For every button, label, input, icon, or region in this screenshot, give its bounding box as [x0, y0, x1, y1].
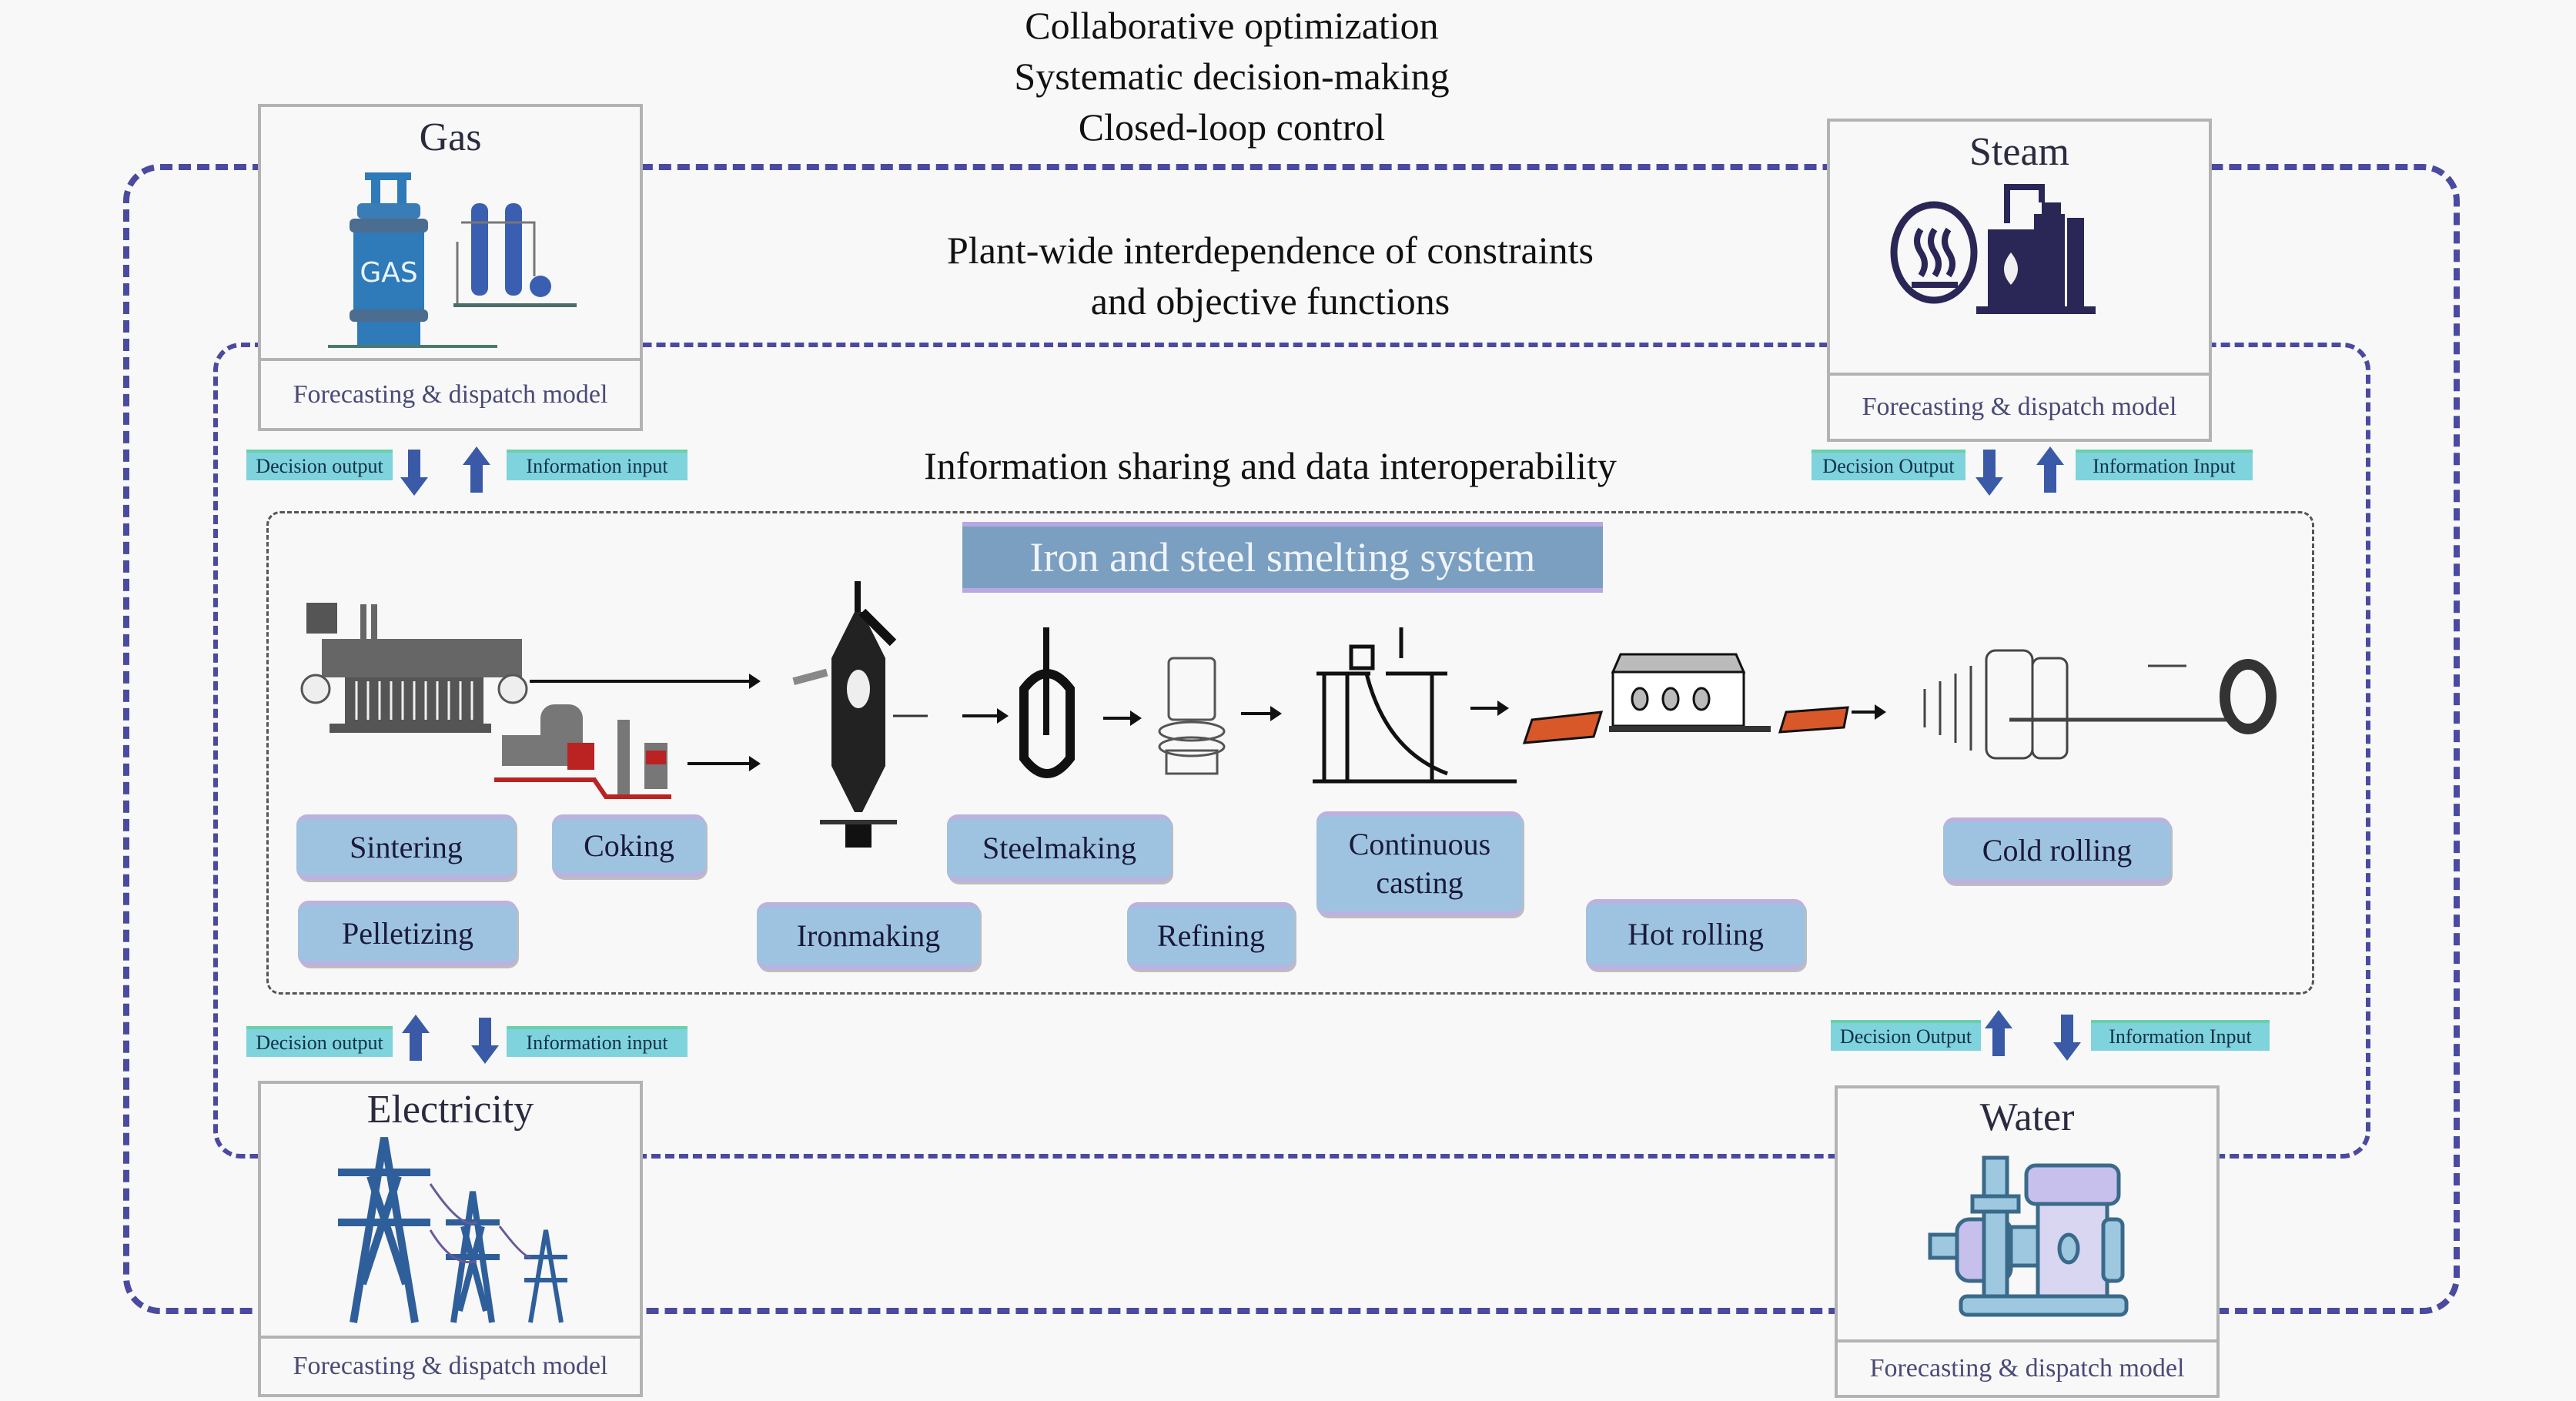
- process-sintering[interactable]: Sintering: [296, 814, 516, 880]
- up-arrow-icon: [402, 1015, 430, 1061]
- steam-boiler-icon: [1890, 184, 2096, 314]
- steam-panel: Steam: [1827, 119, 2212, 376]
- coke-oven-icon: [494, 704, 671, 799]
- down-arrow-icon: [400, 450, 428, 496]
- water-pump-icon: [1928, 1155, 2129, 1317]
- header-line: Systematic decision-making: [1014, 55, 1450, 98]
- process-pelletizing[interactable]: Pelletizing: [298, 901, 517, 966]
- outer-closed-loop-border: [123, 164, 2460, 1314]
- process-hot-rolling[interactable]: Hot rolling: [1586, 899, 1805, 970]
- gas-icon-text: GAS: [360, 257, 417, 289]
- water-panel: Water: [1835, 1085, 2220, 1343]
- electricity-panel: Electricity: [258, 1081, 643, 1339]
- process-cold-rolling[interactable]: Cold rolling: [1943, 818, 2171, 884]
- cold-rolling-mill-icon: [1923, 649, 2277, 760]
- gas-decision-output-tag: Decision output: [246, 450, 393, 480]
- water-information-input-tag: Information Input: [2091, 1020, 2270, 1051]
- process-coking[interactable]: Coking: [552, 814, 706, 878]
- inner-interdependence-border: [213, 343, 2370, 1159]
- header-line: Collaborative optimization: [1025, 4, 1439, 47]
- gas-cylinder-icon: GAS: [328, 172, 577, 348]
- header-line: Closed-loop control: [1078, 105, 1386, 149]
- up-arrow-icon: [2036, 446, 2064, 493]
- process-continuous-casting[interactable]: Continuous casting: [1316, 811, 1523, 916]
- down-arrow-icon: [1975, 450, 2003, 496]
- water-title: Water: [1979, 1095, 2075, 1139]
- header-text: Collaborative optimization Systematic de…: [847, 0, 1617, 152]
- process-steelmaking[interactable]: Steelmaking: [947, 814, 1172, 882]
- interdependence-label: Plant-wide interdependence of constraint…: [847, 225, 1694, 326]
- process-ironmaking[interactable]: Ironmaking: [757, 902, 980, 970]
- steelmaking-chain-icons: [962, 627, 1604, 784]
- down-arrow-icon: [2053, 1015, 2081, 1061]
- interdependence-line: and objective functions: [1090, 279, 1450, 323]
- blast-furnace-icon: [792, 581, 928, 848]
- process-refining[interactable]: Refining: [1127, 902, 1295, 970]
- flow-arrows: [530, 674, 761, 771]
- steam-model-box[interactable]: Forecasting & dispatch model: [1827, 373, 2212, 442]
- electricity-information-input-tag: Information input: [507, 1026, 687, 1057]
- gas-model-box[interactable]: Forecasting & dispatch model: [258, 358, 643, 431]
- smelting-system-title: Iron and steel smelting system: [962, 522, 1603, 593]
- down-arrow-icon: [471, 1018, 499, 1064]
- up-arrow-icon: [463, 446, 490, 493]
- steam-title: Steam: [1969, 130, 2069, 174]
- water-decision-output-tag: Decision Output: [1831, 1020, 1981, 1051]
- interdependence-line: Plant-wide interdependence of constraint…: [947, 229, 1594, 272]
- steam-decision-output-tag: Decision Output: [1812, 450, 1965, 480]
- up-arrow-icon: [1985, 1010, 2012, 1056]
- electricity-decision-output-tag: Decision output: [246, 1026, 393, 1057]
- sharing-label: Information sharing and data interoperab…: [924, 444, 1617, 487]
- transmission-tower-icon: [338, 1137, 567, 1323]
- steam-information-input-tag: Information Input: [2076, 450, 2253, 480]
- gas-information-input-tag: Information input: [507, 450, 687, 480]
- reheating-furnace-icon: [1609, 653, 1886, 734]
- gas-panel: Gas GAS: [258, 104, 643, 362]
- water-model-box[interactable]: Forecasting & dispatch model: [1835, 1339, 2220, 1398]
- sintering-machine-icon: [300, 603, 528, 733]
- electricity-title: Electricity: [366, 1088, 534, 1132]
- gas-title: Gas: [419, 115, 482, 159]
- electricity-model-box[interactable]: Forecasting & dispatch model: [258, 1336, 643, 1397]
- smelting-system-border: [266, 511, 2314, 995]
